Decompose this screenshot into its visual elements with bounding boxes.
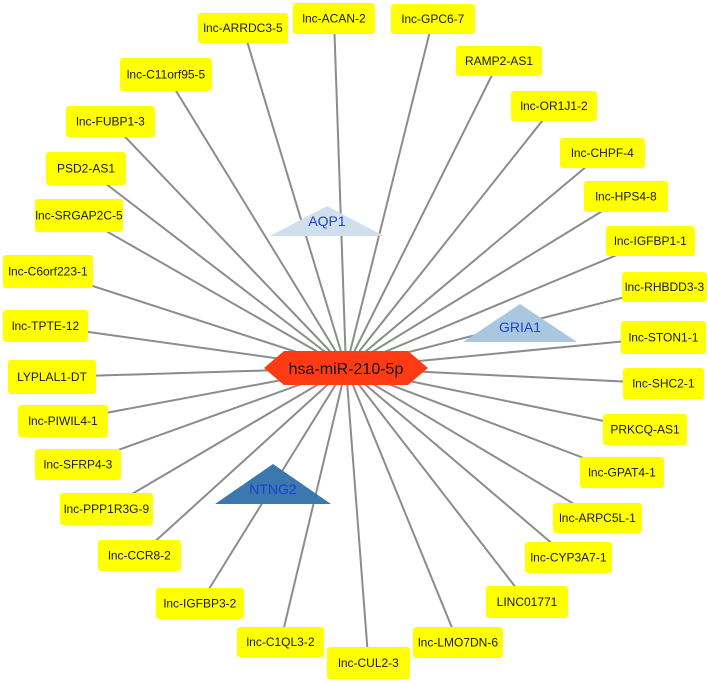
edge-lnc-srgap2c-5 [78, 214, 347, 369]
lnc-node-lnc-or1j1-2[interactable] [511, 91, 597, 121]
lnc-node-lnc-arpc5l-1[interactable] [553, 503, 642, 533]
lnc-node-label: lnc-ARRDC3-5 [203, 21, 283, 35]
lnc-node-label: lnc-FUBP1-3 [76, 115, 145, 129]
lnc-node-label: lnc-C1QL3-2 [246, 635, 314, 649]
target-aqp1-triangle[interactable] [270, 206, 384, 236]
lnc-node-label: lnc-SHC2-1 [632, 377, 694, 391]
lnc-node-label: lnc-PPP1R3G-9 [64, 502, 150, 516]
edge-lnc-gpat4-1 [345, 367, 623, 474]
edge-lnc-arpc5l-1 [345, 367, 599, 519]
lnc-node-lnc-fubp1-3[interactable] [66, 106, 155, 137]
lnc-node-label: lnc-HPS4-8 [595, 190, 657, 204]
lnc-node-lnc-gpc6-7[interactable] [391, 4, 475, 34]
lnc-node-lnc-igfbp3-2[interactable] [156, 588, 244, 619]
lnc-node-label: lnc-GPAT4-1 [588, 466, 656, 480]
lnc-node-lnc-piwil4-1[interactable] [18, 405, 108, 437]
edge-lnc-or1j1-2 [345, 105, 555, 369]
lnc-node-lnc-shc2-1[interactable] [623, 368, 704, 399]
edge-lnc-lmo7dn-6 [345, 367, 459, 643]
hub-node[interactable] [264, 351, 428, 385]
lnc-node-lnc-gpat4-1[interactable] [580, 457, 664, 488]
lnc-node-label: lnc-IGFBP1-1 [614, 234, 687, 248]
lnc-node-label: lnc-RHBDD3-3 [625, 280, 705, 294]
edge-psd2-as1 [85, 167, 347, 369]
lnc-node-lnc-lmo7dn-6[interactable] [413, 627, 503, 658]
target-aqp1-label: AQP1 [308, 213, 346, 229]
lnc-node-prkcq-as1[interactable] [603, 414, 687, 445]
lnc-node-label: lnc-STON1-1 [629, 331, 699, 345]
edge-lnc-acan-2 [333, 18, 347, 369]
lnc-node-lnc-sfrp4-3[interactable] [35, 449, 121, 480]
lnc-node-lnc-chpf-4[interactable] [560, 138, 645, 168]
lnc-node-lnc-arrdc3-5[interactable] [198, 13, 288, 43]
lnc-node-label: PSD2-AS1 [57, 162, 115, 176]
target-ntng2-label: NTNG2 [249, 481, 297, 497]
edge-lnc-arrdc3-5 [242, 27, 347, 369]
lnc-node-lnc-cul2-3[interactable] [327, 647, 410, 679]
hub-layer: hsa-miR-210-5p [264, 351, 428, 385]
lnc-node-lnc-igfbp1-1[interactable] [606, 226, 695, 256]
lnc-node-label: lnc-PIWIL4-1 [28, 414, 98, 428]
lnc-node-label: lnc-CHPF-4 [571, 146, 634, 160]
edges-layer [45, 18, 665, 664]
lnc-node-label: RAMP2-AS1 [465, 54, 533, 68]
edge-lnc-cyp3a7-1 [345, 367, 570, 559]
lnc-node-lnc-hps4-8[interactable] [584, 181, 668, 212]
edge-linc01771 [345, 367, 528, 603]
lnc-node-label: lnc-ACAN-2 [302, 12, 366, 26]
lnc-node-label: lnc-C6orf223-1 [8, 265, 88, 279]
lnc-node-label: lnc-GPC6-7 [402, 12, 465, 26]
lnc-node-lnc-srgap2c-5[interactable] [35, 199, 123, 232]
lnc-node-label: lnc-OR1J1-2 [520, 99, 588, 113]
lnc-node-lnc-tpte-12[interactable] [3, 310, 88, 342]
edge-lnc-chpf-4 [345, 152, 604, 369]
hub-label: hsa-miR-210-5p [289, 361, 404, 378]
edge-lnc-ccr8-2 [138, 367, 347, 557]
lnc-node-lnc-rhbdd3-3[interactable] [622, 272, 707, 302]
edge-lnc-gpc6-7 [345, 18, 434, 369]
lnc-node-label: lnc-SRGAP2C-5 [35, 209, 123, 223]
lnc-node-lnc-c11orf95-5[interactable] [120, 58, 212, 91]
lnc-node-lnc-cyp3a7-1[interactable] [525, 542, 612, 573]
lnc-node-label: lnc-SFRP4-3 [44, 458, 113, 472]
lnc-node-label: lnc-TPTE-12 [12, 319, 80, 333]
lnc-node-psd2-as1[interactable] [46, 152, 126, 185]
edge-lnc-cul2-3 [345, 367, 370, 664]
lnc-node-linc01771[interactable] [486, 586, 568, 618]
edge-lnc-igfbp1-1 [345, 240, 651, 369]
edge-lnc-fubp1-3 [109, 120, 347, 369]
lnc-node-lyplal1-dt[interactable] [8, 360, 96, 394]
lnc-node-label: LINC01771 [497, 595, 558, 609]
lnc-node-label: PRKCQ-AS1 [610, 423, 680, 437]
lnc-node-ramp2-as1[interactable] [456, 46, 542, 76]
lnc-node-lnc-ppp1r3g-9[interactable] [60, 493, 153, 525]
target-ntng2-triangle[interactable] [215, 464, 331, 504]
lnc-node-label: lnc-LMO7DN-6 [418, 636, 498, 650]
lnc-node-lnc-ccr8-2[interactable] [98, 540, 181, 571]
lnc-node-lnc-c6orf223-1[interactable] [3, 255, 93, 288]
target-gria1-triangle[interactable] [463, 304, 577, 342]
lnc-node-lnc-acan-2[interactable] [293, 3, 375, 34]
edge-ramp2-as1 [345, 60, 500, 369]
lnc-node-lnc-c1ql3-2[interactable] [237, 627, 324, 657]
lnc-node-label: LYPLAL1-DT [17, 370, 87, 384]
lnc-node-label: lnc-ARPC5L-1 [559, 511, 636, 525]
edge-lnc-c11orf95-5 [165, 73, 347, 369]
lnc-node-lnc-ston1-1[interactable] [621, 321, 706, 354]
edge-lnc-c1ql3-2 [279, 367, 347, 643]
lnc-node-label: lnc-IGFBP3-2 [164, 597, 237, 611]
lnc-node-label: lnc-CUL2-3 [338, 656, 399, 670]
target-gria1-label: GRIA1 [499, 319, 541, 335]
edge-lnc-ppp1r3g-9 [105, 367, 347, 510]
lnc-node-label: lnc-CYP3A7-1 [530, 551, 606, 565]
lnc-node-label: lnc-CCR8-2 [108, 549, 171, 563]
edge-lnc-hps4-8 [345, 195, 627, 369]
lnc-node-label: lnc-C11orf95-5 [127, 68, 206, 82]
